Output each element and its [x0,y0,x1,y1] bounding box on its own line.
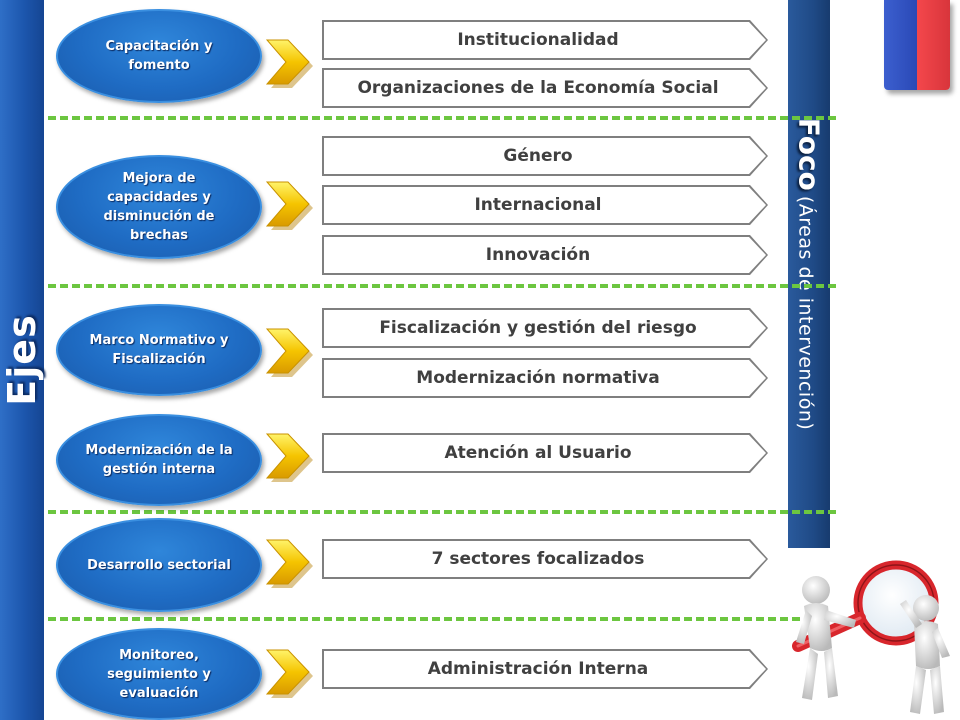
eje-label: Desarrollo sectorial [87,557,231,573]
focus-area-label: 7 sectores focalizados [324,541,766,577]
focus-area-label: Organizaciones de la Economía Social [324,70,766,106]
focus-area-box: Internacional [322,185,768,225]
focus-area-box: Administración Interna [322,649,768,689]
focus-area-box: Institucionalidad [322,20,768,60]
arrow-right-icon [264,327,314,379]
focus-area-label: Fiscalización y gestión del riesgo [324,310,766,346]
eje-label: Mejora de capacidades y disminución de b… [103,171,215,243]
focus-area-box: Organizaciones de la Economía Social [322,68,768,108]
eje-desarrollo-sectorial: Desarrollo sectorial [56,518,262,612]
eje-label: Marco Normativo y Fiscalización [89,333,229,367]
focus-label: Foco [792,117,826,191]
focus-sublabel: (Áreas de intervención) [794,195,817,431]
focus-area-label: Modernización normativa [324,360,766,396]
focus-area-label: Género [324,138,766,174]
arrow-right-icon [264,38,314,90]
axis-banner: Ejes [0,0,44,720]
focus-area-label: Institucionalidad [324,22,766,58]
focus-area-box: 7 sectores focalizados [322,539,768,579]
eje-label: Monitoreo, seguimiento y evaluación [107,647,211,701]
eje-mejora-capacidades: Mejora de capacidades y disminución de b… [56,155,262,259]
focus-area-label: Internacional [324,187,766,223]
divider [48,617,836,621]
chile-flag-icon [884,0,950,90]
focus-area-label: Innovación [324,237,766,273]
arrow-right-icon [264,538,314,590]
focus-area-label: Administración Interna [324,651,766,687]
magnifying-glass-figures-icon [792,560,950,714]
arrow-right-icon [264,180,314,232]
divider [48,510,836,514]
focus-banner: Foco (Áreas de intervención) [788,0,830,548]
arrow-right-icon [264,432,314,484]
axis-label: Ejes [0,314,44,406]
divider [48,116,836,120]
focus-area-box: Atención al Usuario [322,433,768,473]
focus-area-box: Innovación [322,235,768,275]
eje-capacitacion: Capacitación y fomento [56,9,262,103]
divider [48,284,836,288]
eje-marco-normativo: Marco Normativo y Fiscalización [56,304,262,396]
eje-label: Modernización de la gestión interna [85,443,233,477]
eje-modernizacion-gestion: Modernización de la gestión interna [56,414,262,506]
arrow-right-icon [264,648,314,700]
eje-label: Capacitación y fomento [105,39,213,73]
focus-area-box: Modernización normativa [322,358,768,398]
focus-area-box: Género [322,136,768,176]
focus-area-box: Fiscalización y gestión del riesgo [322,308,768,348]
focus-area-label: Atención al Usuario [324,435,766,471]
eje-monitoreo: Monitoreo, seguimiento y evaluación [56,628,262,720]
